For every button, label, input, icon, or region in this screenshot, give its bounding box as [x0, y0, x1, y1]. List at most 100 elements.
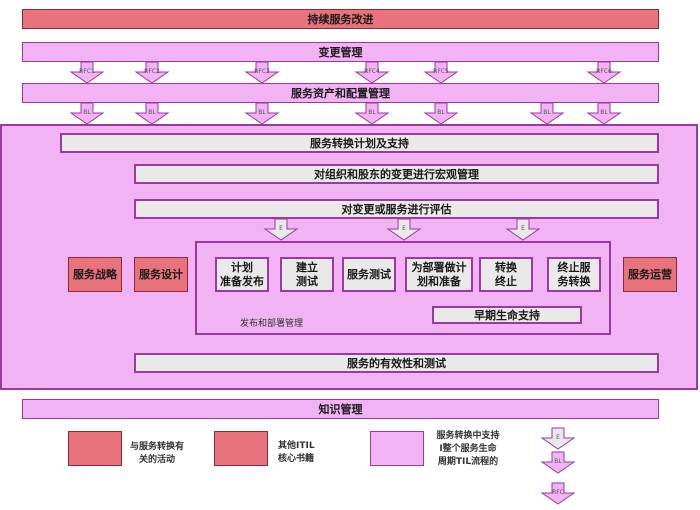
- bl-arrow-label: BL: [368, 109, 376, 116]
- bl-arrow-shape: [354, 102, 390, 125]
- step-line1: 建立: [296, 260, 318, 274]
- org-change-management-label: 对组织和股东的变更进行宏观管理: [314, 168, 479, 181]
- bl-arrow-label: BL: [437, 109, 445, 116]
- asset-config-management-label: 服务资产和配置管理: [291, 87, 390, 100]
- legend-e-arrow-shape: [540, 427, 576, 450]
- rfc-arrow-shape: [586, 61, 622, 84]
- release-step-plan-deploy: 为部署做计 划和准备: [405, 257, 473, 292]
- service-strategy-box: 服务战略: [68, 257, 122, 292]
- step-line2: 终止: [495, 274, 517, 288]
- legend-rfc-arrow-shape: [540, 482, 576, 505]
- e-arrow-label: E: [279, 225, 283, 232]
- step-line2: 务转换: [557, 274, 591, 288]
- bl-arrow-shape: [134, 102, 170, 125]
- validation-testing-label: 服务的有效性和测试: [347, 357, 446, 370]
- legend-rfc-arrow-label: RFC: [552, 489, 564, 496]
- legend-swatch-processes: [370, 431, 424, 466]
- change-management-label: 变更管理: [318, 46, 363, 59]
- early-life-support-label: 早期生命支持: [474, 309, 540, 322]
- release-deployment-label: 发布和部署管理: [240, 319, 304, 329]
- rfc-arrow-shape: [134, 61, 170, 84]
- legend-line: 服务转换中支持: [436, 431, 500, 441]
- rfc-arrow: RFC6: [586, 61, 622, 84]
- release-step-service-test: 服务测试: [342, 257, 396, 292]
- rfc-arrow-label: RFC1: [79, 68, 95, 75]
- service-operation-label: 服务运营: [628, 267, 672, 281]
- legend-rfc-arrow: RFC: [540, 482, 576, 505]
- legend-e-arrow-label: E: [556, 434, 560, 441]
- evaluation-label: 对变更或服务进行评估: [341, 203, 452, 216]
- bl-arrow: BL: [423, 102, 459, 125]
- bl-arrow-shape: [244, 102, 280, 125]
- rfc-arrow: RFC4: [354, 61, 390, 84]
- legend-bl-arrow: BL: [540, 451, 576, 474]
- step-line1: 服务测试: [347, 267, 391, 281]
- legend-line: 与服务转换有: [129, 442, 184, 452]
- rfc-arrow: RFC1: [69, 61, 105, 84]
- evaluation-bar: 对变更或服务进行评估: [134, 199, 659, 219]
- transition-planning-bar: 服务转换计划及支持: [60, 133, 659, 153]
- validation-testing-bar: 服务的有效性和测试: [134, 353, 659, 373]
- release-step-transition-close: 转换 终止: [479, 257, 533, 292]
- knowledge-management-label: 知识管理: [318, 403, 363, 416]
- rfc-arrow-shape: [244, 61, 280, 84]
- bl-arrow: BL: [529, 102, 565, 125]
- rfc-arrow-shape: [69, 61, 105, 84]
- early-life-support-bar: 早期生命支持: [432, 306, 582, 324]
- legend-bl-arrow-shape: [540, 451, 576, 474]
- bl-arrow-shape: [69, 102, 105, 125]
- rfc-arrow: RFC2: [134, 61, 170, 84]
- bl-arrow-label: BL: [543, 109, 551, 116]
- service-design-box: 服务设计: [134, 257, 188, 292]
- bl-arrow-shape: [423, 102, 459, 125]
- legend-bl-arrow-label: BL: [554, 458, 562, 465]
- step-line1: 为部署做计: [411, 260, 467, 274]
- asset-config-management-bar: 服务资产和配置管理: [22, 83, 659, 103]
- rfc-arrow-label: RFC4: [364, 68, 380, 75]
- step-line2: 划和准备: [417, 274, 461, 288]
- bl-arrow-label: BL: [83, 109, 91, 116]
- transition-planning-label: 服务转换计划及支持: [310, 137, 409, 150]
- e-arrow: E: [263, 218, 299, 241]
- rfc-arrow-label: RFC3: [254, 68, 270, 75]
- legend-line: 周期TIL流程的: [437, 457, 499, 467]
- e-arrow-shape: [386, 218, 422, 241]
- rfc-arrow-label: RFC6: [596, 68, 612, 75]
- rfc-arrow-shape: [423, 61, 459, 84]
- legend-text-processes: 服务转换中支持 I整个服务生命 周期TIL流程的: [430, 430, 506, 469]
- bl-arrow: BL: [69, 102, 105, 125]
- release-step-build-test: 建立 测试: [280, 257, 334, 292]
- step-line1: 终止服: [557, 260, 591, 274]
- bl-arrow-label: BL: [600, 109, 608, 116]
- legend-e-arrow: E: [540, 427, 576, 450]
- service-design-label: 服务设计: [139, 267, 183, 281]
- bl-arrow-label: BL: [148, 109, 156, 116]
- release-step-end-transition: 终止服 务转换: [547, 257, 601, 292]
- release-deployment-frame: [195, 241, 611, 335]
- legend-line: 其他ITIL: [278, 441, 315, 451]
- bl-arrow: BL: [134, 102, 170, 125]
- e-arrow: E: [386, 218, 422, 241]
- legend-swatch-core-books: [214, 431, 268, 466]
- rfc-arrow: RFC3: [244, 61, 280, 84]
- e-arrow-shape: [505, 218, 541, 241]
- step-line1: 转换: [495, 260, 517, 274]
- e-arrow-label: E: [402, 225, 406, 232]
- rfc-arrow: RFC5: [423, 61, 459, 84]
- continual-service-improvement-label: 持续服务改进: [307, 13, 374, 26]
- release-step-plan-prepare: 计划 准备发布: [215, 257, 269, 292]
- rfc-arrow-label: RFC5: [433, 68, 449, 75]
- legend-line: 关的活动: [138, 455, 175, 465]
- service-strategy-label: 服务战略: [73, 267, 117, 281]
- org-change-management-bar: 对组织和股东的变更进行宏观管理: [134, 164, 659, 184]
- step-line2: 准备发布: [220, 274, 264, 288]
- service-operation-box: 服务运营: [623, 257, 677, 292]
- e-arrow-shape: [263, 218, 299, 241]
- bl-arrow: BL: [586, 102, 622, 125]
- e-arrow: E: [505, 218, 541, 241]
- knowledge-management-bar: 知识管理: [22, 399, 659, 419]
- legend-line: 核心书籍: [278, 454, 315, 464]
- bl-arrow-label: BL: [258, 109, 266, 116]
- bl-arrow-shape: [529, 102, 565, 125]
- bl-arrow-shape: [586, 102, 622, 125]
